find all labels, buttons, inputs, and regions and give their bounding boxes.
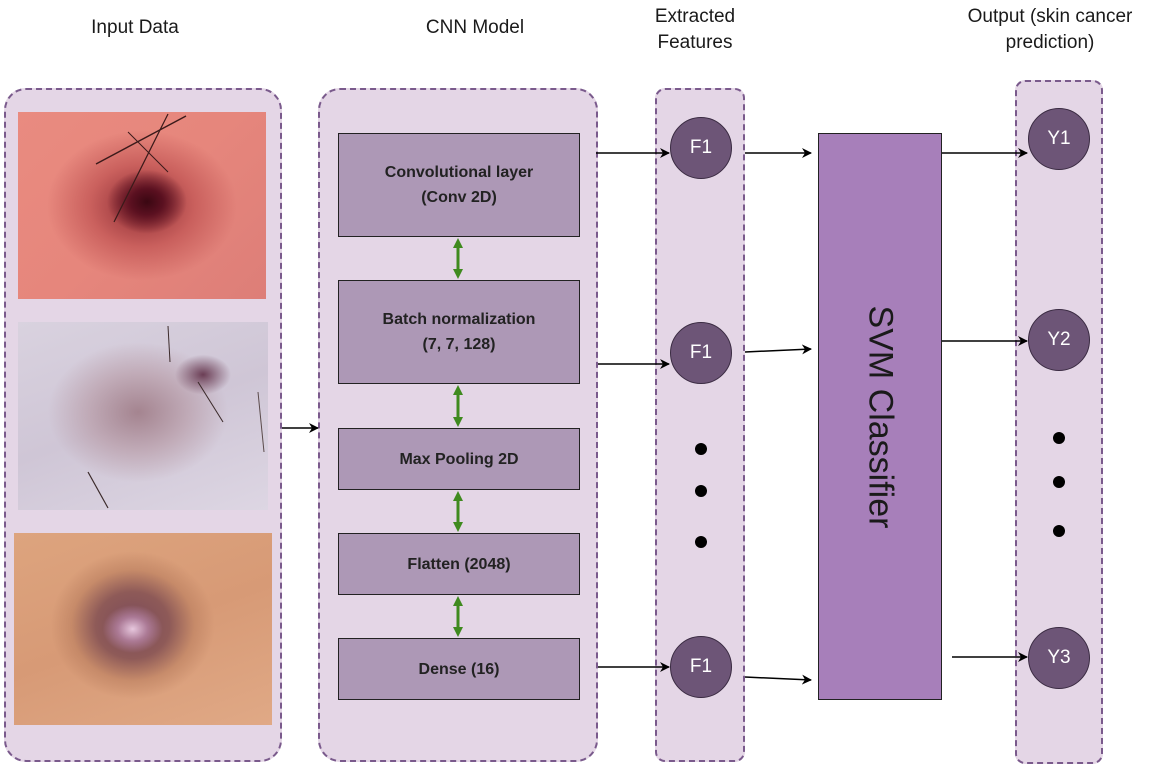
dermoscopy-image-1 [18,112,266,299]
svm-classifier-label: SVM Classifier [861,305,900,528]
conv2d-layer-box: Convolutional layer (Conv 2D) [338,133,580,237]
dense-layer-box: Dense (16) [338,638,580,700]
feature-node-middle: F1 [670,322,732,384]
extracted-features-heading: Extracted Features [654,6,736,53]
output-node-y2: Y2 [1028,309,1090,371]
output-heading: Output (skin cancer prediction) [967,6,1133,53]
feature-node-bottom: F1 [670,636,732,698]
dermoscopy-image-2 [18,322,268,510]
flatten-layer-box: Flatten (2048) [338,533,580,595]
ellipsis-dot [1053,432,1065,444]
input-data-heading: Input Data [91,17,179,38]
extracted-features-panel [655,88,745,762]
max-pooling-layer-box: Max Pooling 2D [338,428,580,490]
svm-classifier-box: SVM Classifier [818,133,942,700]
ellipsis-dot [695,443,707,455]
output-node-y1: Y1 [1028,108,1090,170]
feature-to-svm-arrow [744,674,812,685]
batch-normalization-layer-box: Batch normalization (7, 7, 128) [338,280,580,384]
feature-to-svm-arrow [744,344,812,355]
ellipsis-dot [695,485,707,497]
ellipsis-dot [1053,476,1065,488]
ellipsis-dot [1053,525,1065,537]
feature-node-top: F1 [670,117,732,179]
dermoscopy-image-3 [14,533,272,725]
output-node-y3: Y3 [1028,627,1090,689]
cnn-model-heading: CNN Model [425,17,525,38]
ellipsis-dot [695,536,707,548]
